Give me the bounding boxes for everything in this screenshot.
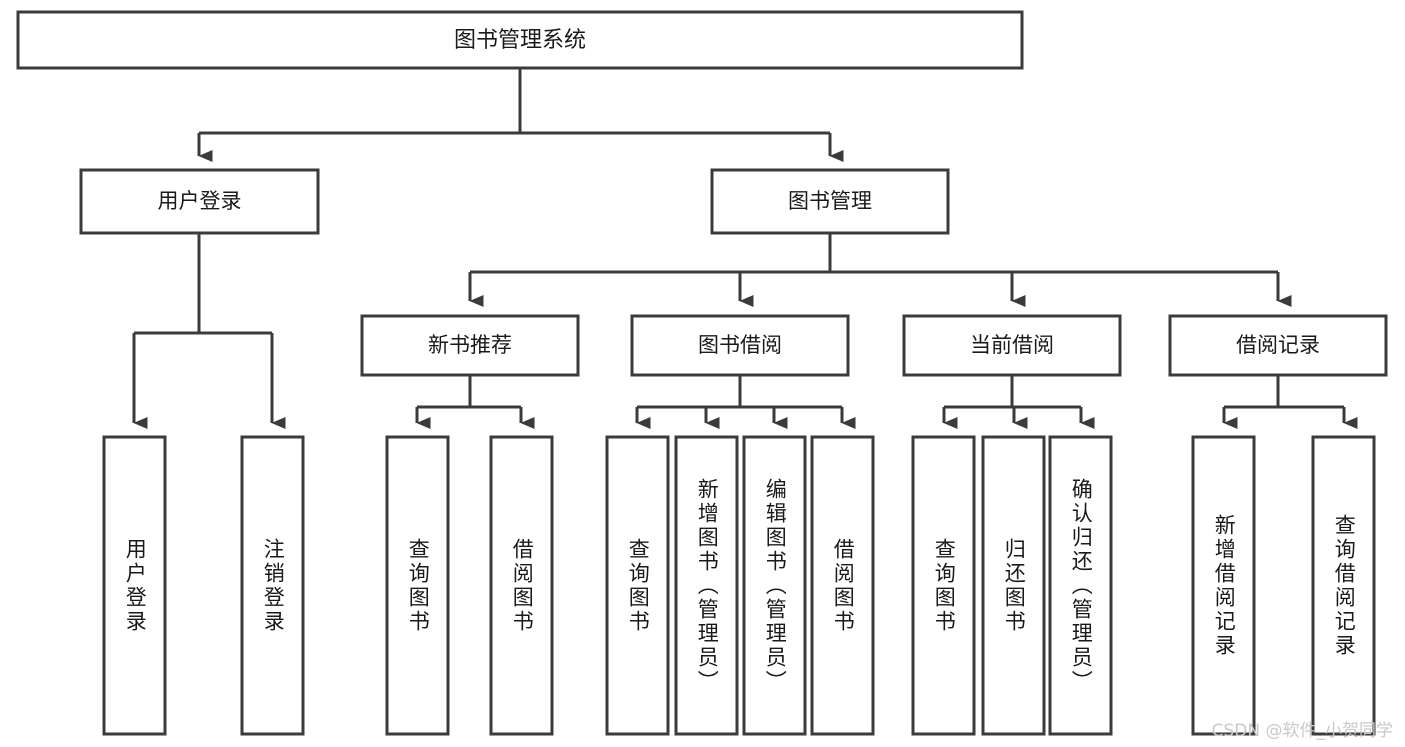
csdn-watermark: CSDN @软件_小贺同学: [1211, 721, 1393, 741]
leaf-box-recommend-1[interactable]: [385, 435, 450, 736]
node-new-book-recommend[interactable]: 新书推荐: [360, 314, 580, 377]
leaf-box-borrow-3[interactable]: [742, 435, 807, 736]
node-layer: 图书管理系统 用户登录 图书管理 新书推荐 图书借阅 当前: [16, 10, 1388, 736]
leaf-box-current-3[interactable]: [1048, 435, 1113, 736]
leaf-box-borrow-1[interactable]: [605, 435, 670, 736]
node-current-borrow-label: 当前借阅: [970, 333, 1054, 357]
node-borrow-record[interactable]: 借阅记录: [1168, 314, 1388, 377]
node-root-system[interactable]: 图书管理系统: [16, 10, 1024, 70]
node-root-label: 图书管理系统: [454, 28, 586, 53]
node-book-management[interactable]: 图书管理: [710, 168, 950, 235]
leaf-box-recommend-2[interactable]: [489, 435, 554, 736]
leaf-box-user-login-1[interactable]: [102, 435, 167, 736]
node-book-borrow[interactable]: 图书借阅: [630, 314, 850, 377]
leaf-box-borrow-2[interactable]: [674, 435, 739, 736]
node-user-login[interactable]: 用户登录: [79, 168, 320, 235]
node-new-book-recommend-label: 新书推荐: [428, 333, 512, 357]
leaf-box-record-1[interactable]: [1191, 435, 1256, 736]
node-user-login-label: 用户登录: [158, 189, 242, 213]
leaf-box-current-1[interactable]: [911, 435, 976, 736]
node-current-borrow[interactable]: 当前借阅: [902, 314, 1122, 377]
connector-layer: [132, 68, 1358, 429]
leaf-box-record-2[interactable]: [1311, 435, 1376, 736]
leaf-box-current-2[interactable]: [981, 435, 1046, 736]
node-book-borrow-label: 图书借阅: [698, 333, 782, 357]
node-book-management-label: 图书管理: [788, 189, 872, 213]
leaf-box-user-login-2[interactable]: [240, 435, 305, 736]
node-borrow-record-label: 借阅记录: [1236, 333, 1320, 357]
leaf-box-borrow-4[interactable]: [810, 435, 875, 736]
